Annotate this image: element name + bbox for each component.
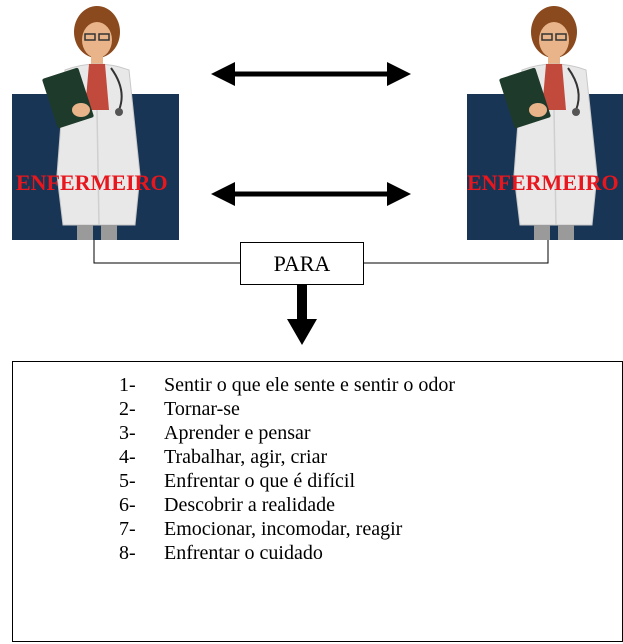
list-item: 5- Enfrentar o que é difícil: [119, 469, 455, 493]
list-item: 8- Enfrentar o cuidado: [119, 541, 455, 565]
nurse-icon: [42, 6, 141, 240]
left-nurse-figure: [15, 0, 165, 240]
list-item-text: Descobrir a realidade: [164, 494, 336, 516]
list-item-text: Enfrentar o cuidado: [164, 542, 323, 564]
right-nurse-label: ENFERMEIRO: [467, 170, 619, 195]
list-item: 4- Trabalhar, agir, criar: [119, 445, 455, 469]
list-item-number: 8-: [119, 542, 136, 564]
arrow-down-icon: [287, 285, 317, 345]
nurse-icon: [499, 6, 598, 240]
double-arrow-icon: [211, 182, 411, 206]
list-item: 1- Sentir o que ele sente e sentir o odo…: [119, 373, 455, 397]
list-item-text: Sentir o que ele sente e sentir o odor: [164, 374, 456, 396]
double-arrow-icon: [211, 62, 411, 86]
list-item: 3- Aprender e pensar: [119, 421, 455, 445]
left-nurse-label: ENFERMEIRO: [16, 170, 168, 195]
bottom-double-arrow: [211, 182, 411, 206]
para-box: PARA: [240, 242, 364, 285]
list-item-text: Enfrentar o que é difícil: [164, 470, 356, 492]
list-item-number: 7-: [119, 518, 136, 540]
list-item: 2- Tornar-se: [119, 397, 455, 421]
numbered-list: 1- Sentir o que ele sente e sentir o odo…: [119, 373, 455, 565]
list-item: 7- Emocionar, incomodar, reagir: [119, 517, 455, 541]
list-item-text: Tornar-se: [164, 398, 240, 420]
top-double-arrow: [211, 62, 411, 86]
right-nurse-figure: [472, 0, 622, 240]
list-item-number: 5-: [119, 470, 136, 492]
list-item: 6- Descobrir a realidade: [119, 493, 455, 517]
down-arrow: [287, 285, 317, 345]
list-item-text: Emocionar, incomodar, reagir: [164, 518, 403, 540]
list-item-number: 3-: [119, 422, 136, 444]
list-item-number: 1-: [119, 374, 136, 396]
list-item-text: Aprender e pensar: [164, 422, 311, 444]
list-item-text: Trabalhar, agir, criar: [164, 446, 328, 468]
list-item-number: 6-: [119, 494, 136, 516]
list-item-number: 4-: [119, 446, 136, 468]
list-box: 1- Sentir o que ele sente e sentir o odo…: [12, 361, 623, 642]
para-label: PARA: [273, 250, 331, 276]
list-item-number: 2-: [119, 398, 136, 420]
